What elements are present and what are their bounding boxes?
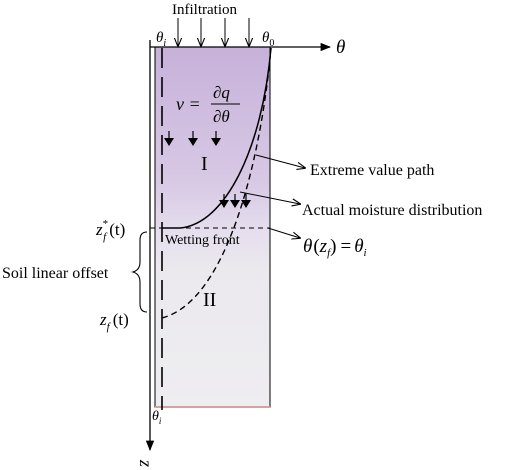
soil-column <box>154 46 271 408</box>
wetting-front-condition: θ(zf)=θi <box>303 236 367 259</box>
theta-i-top-label: θi <box>156 30 166 49</box>
infiltration-label: Infiltration <box>172 2 237 18</box>
velocity-formula: v = ∂q ∂θ <box>176 83 240 126</box>
region-2-label: II <box>203 289 216 311</box>
extreme-value-path-curve <box>161 47 272 319</box>
svg-text:∂q: ∂q <box>213 83 230 102</box>
pointer-wetting-front <box>267 227 300 238</box>
wetting-front-label: Wetting front <box>165 233 240 248</box>
soil-linear-offset-label: Soil linear offset <box>2 265 109 282</box>
extreme-value-path-label: Extreme value path <box>310 162 434 179</box>
theta-axis-label: θ <box>336 37 345 58</box>
actual-moisture-label: Actual moisture distribution <box>302 202 482 219</box>
svg-text:v =: v = <box>176 94 201 114</box>
region-1-label: I <box>201 153 208 175</box>
zf-label: zf(t) <box>99 310 129 333</box>
zf-star-label: z*f(t) <box>95 218 125 243</box>
svg-text:θ(zf)=θi: θ(zf)=θi <box>303 236 367 259</box>
soil-offset-brace <box>131 231 148 313</box>
z-axis-label: z <box>136 459 156 467</box>
infiltration-arrows <box>178 18 249 46</box>
actual-moisture-curve <box>162 47 272 229</box>
moisture-arrows <box>164 131 251 208</box>
svg-text:∂θ: ∂θ <box>213 107 230 126</box>
pointer-actual-moisture <box>239 191 300 204</box>
theta-i-bottom-label: θi <box>152 409 162 426</box>
pointer-extreme-value <box>255 154 305 168</box>
theta-0-label: θ0 <box>262 30 274 49</box>
